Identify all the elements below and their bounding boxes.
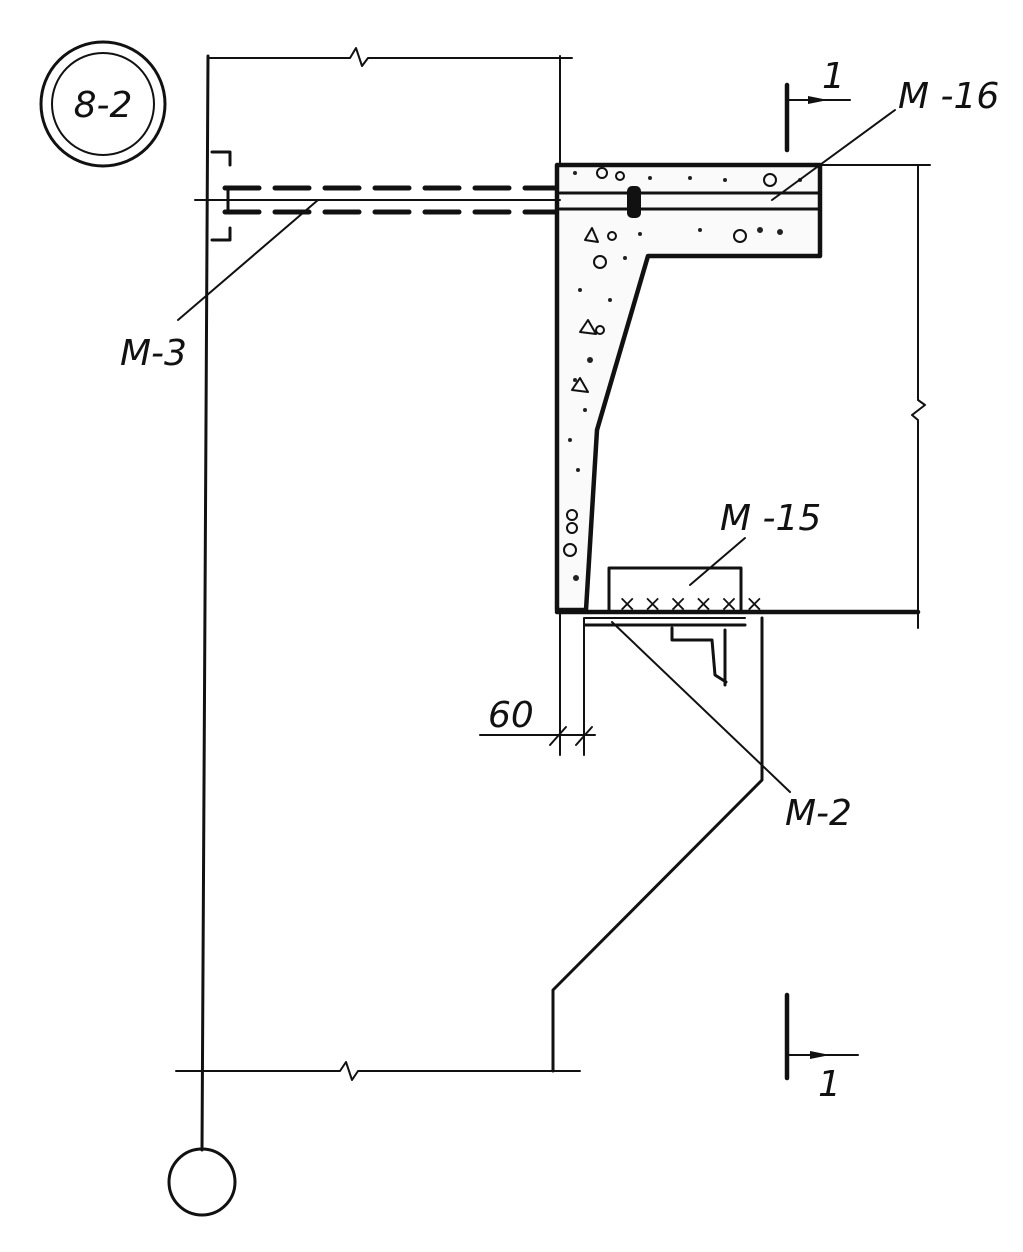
section-mark-bottom-label: 1 <box>818 1064 841 1105</box>
lower-column <box>551 616 764 1073</box>
right-wall <box>819 164 931 629</box>
section-mark-top-label: 1 <box>822 56 845 97</box>
leader-lines <box>177 109 896 793</box>
label-m3: M-3 <box>120 333 187 374</box>
axis-line <box>167 54 237 1217</box>
embedded-part-m3 <box>194 150 561 242</box>
label-m16: M -16 <box>898 76 999 117</box>
bottom-break-line <box>175 1061 581 1081</box>
concrete-hatch <box>563 167 802 581</box>
section-mark-bottom: 1 <box>784 992 859 1105</box>
weld-marks: × × × × × × <box>618 592 764 617</box>
part-m15: × × × × × × <box>607 566 764 617</box>
node-mark-label: 8-2 <box>74 85 133 126</box>
label-m15: M -15 <box>720 498 821 539</box>
dimension-60: 60 <box>479 695 596 746</box>
top-break-line <box>209 47 573 67</box>
weld-block <box>627 186 641 218</box>
node-mark: 8-2 <box>39 40 167 168</box>
label-m2: M-2 <box>785 793 852 834</box>
dimension-60-label: 60 <box>488 695 534 736</box>
section-mark-top: 1 <box>784 56 851 153</box>
